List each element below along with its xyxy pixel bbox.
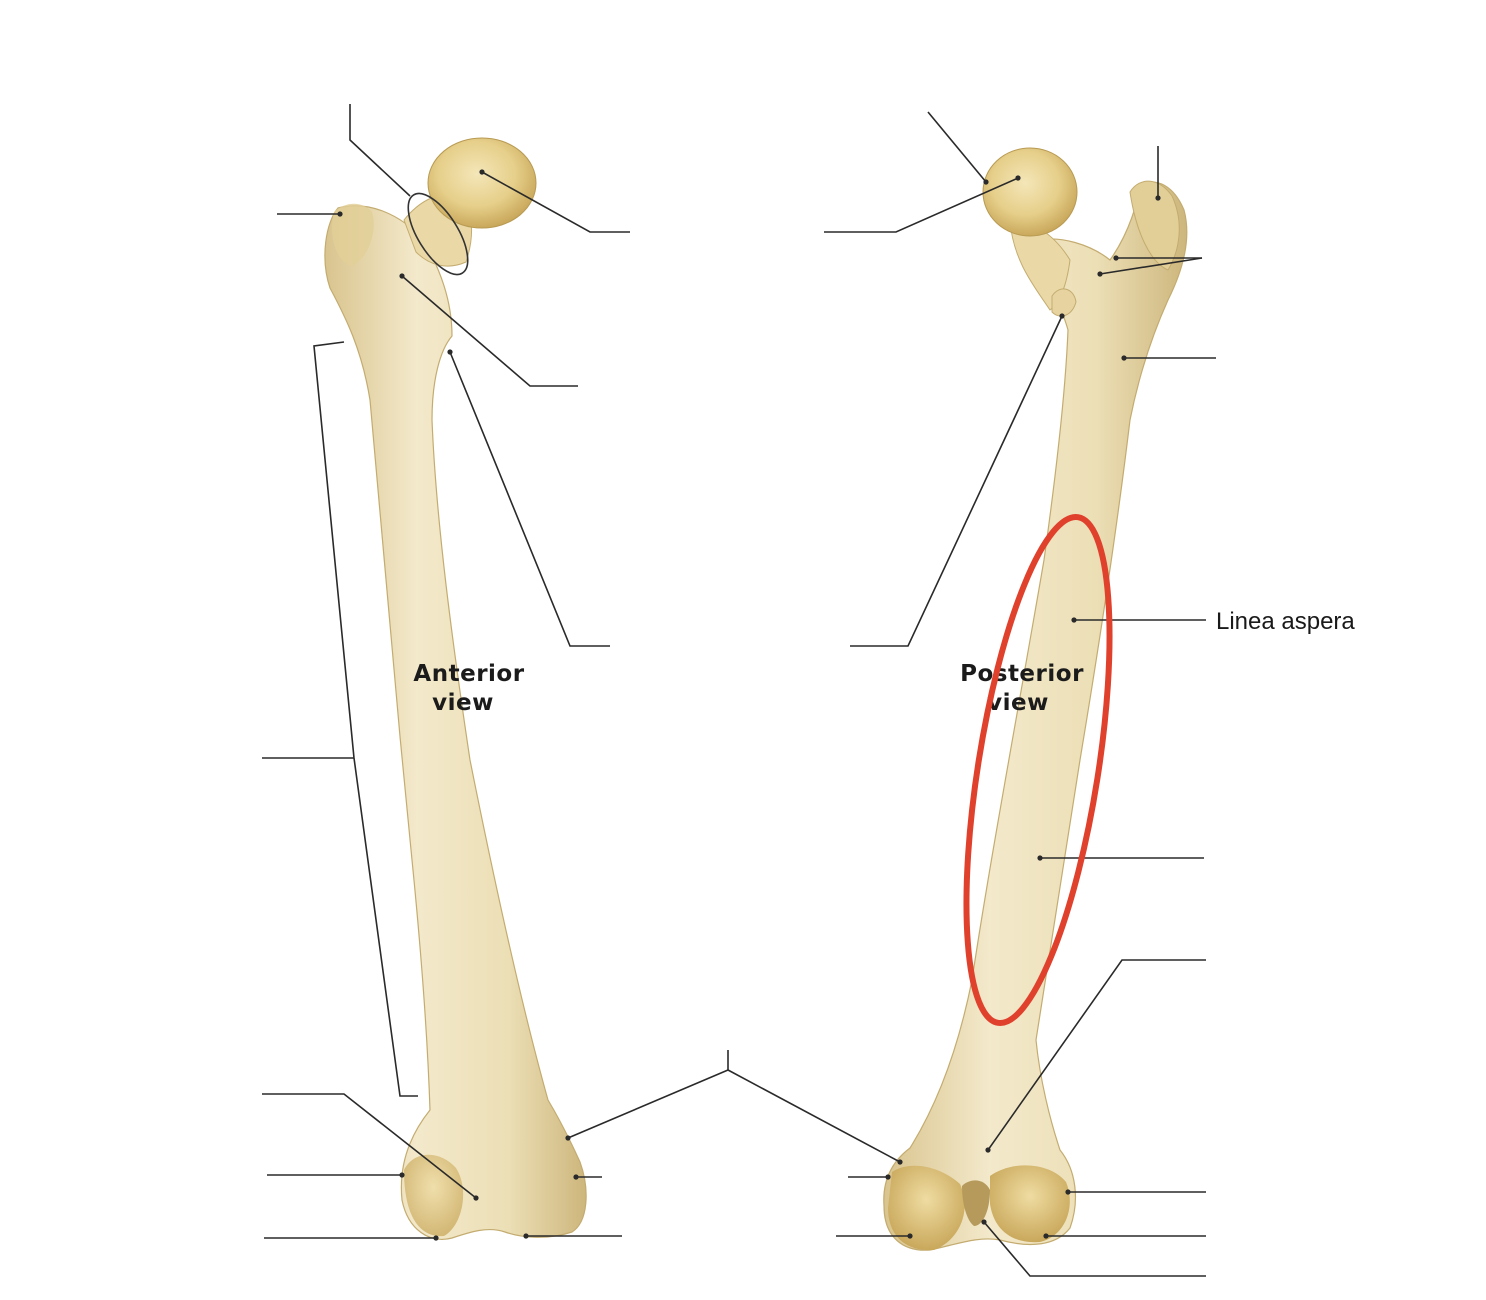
leader-anterior-intertrochanteric-line [401, 275, 578, 387]
dot-anterior-intertrochanteric-line [399, 273, 405, 279]
leader-anterior-head [481, 171, 630, 233]
posterior-condyle-lateral [990, 1165, 1070, 1243]
leader-anterior-patellar-surface [262, 1093, 477, 1199]
posterior-femur-body [883, 181, 1188, 1251]
dot-adductor-tubercle-posterior [897, 1159, 903, 1165]
dot-posterior-medial-epicondyle [885, 1174, 891, 1180]
dot-anterior-lesser-trochanter [447, 349, 453, 355]
posterior-intercondylar-fossa [962, 1180, 990, 1226]
red-oval-highlight-icon [963, 513, 1113, 1027]
dot-adductor-tubercle-anterior [565, 1135, 571, 1141]
dot-posterior-popliteal-surface [985, 1147, 991, 1153]
posterior-femur [883, 147, 1188, 1251]
leader-adductor-tubercle-anterior [567, 1069, 729, 1139]
anterior-condyles [404, 1154, 464, 1237]
anterior-femur-body [324, 205, 587, 1240]
dot-posterior-shaft [1037, 855, 1043, 861]
leader-anterior-lesser-trochanter [449, 351, 610, 647]
posterior-view-label-line2: view [987, 690, 1049, 716]
dot-linea-aspera [1071, 617, 1077, 623]
anterior-femur-head [427, 137, 537, 229]
anterior-view-label-line2: view [432, 690, 494, 716]
linea-aspera-label: Linea aspera [1216, 608, 1355, 635]
leader-posterior-fovea [927, 111, 987, 183]
dot-anterior-medial-epicondyle [573, 1174, 579, 1180]
dot-posterior-greater-trochanter [1155, 195, 1161, 201]
posterior-greater-trochanter [1129, 180, 1180, 271]
dot-posterior-intertrochanteric-crest-a [1113, 255, 1119, 261]
anterior-neck-outline [407, 192, 469, 276]
dot-anterior-lateral-epicondyle [399, 1172, 405, 1178]
leader-posterior-lesser-trochanter [850, 315, 1063, 647]
dot-anterior-patellar-surface [473, 1195, 479, 1201]
dot-posterior-fovea [983, 179, 989, 185]
dot-posterior-gluteal-tuberosity [1121, 355, 1127, 361]
dot-posterior-medial-condyle [907, 1233, 913, 1239]
leader-posterior-intercondylar-fossa [983, 1221, 1206, 1277]
dot-anterior-greater-trochanter [337, 211, 343, 217]
anterior-femur [324, 137, 587, 1240]
dot-anterior-medial-condyle [523, 1233, 529, 1239]
anterior-view-label-line1: Anterior [413, 661, 524, 687]
leader-anterior-neck [349, 104, 411, 197]
dot-anterior-head [479, 169, 485, 175]
dot-posterior-head [1015, 175, 1021, 181]
posterior-lesser-trochanter [1051, 288, 1077, 317]
posterior-view-label-line1: Posterior [960, 661, 1084, 687]
dot-posterior-lateral-epicondyle [1065, 1189, 1071, 1195]
leader-posterior-head [824, 177, 1019, 233]
leader-posterior-popliteal-surface [987, 959, 1206, 1151]
anterior-greater-trochanter [332, 203, 374, 266]
dot-posterior-lesser-trochanter [1059, 313, 1065, 319]
dot-posterior-intertrochanteric-crest-b [1097, 271, 1103, 277]
dot-posterior-intercondylar-fossa [981, 1219, 987, 1225]
posterior-femur-head [982, 147, 1078, 237]
anterior-leader-lines [262, 104, 903, 1241]
leader-posterior-intertrochanteric-crest-b [1099, 257, 1203, 275]
leader-adductor-tubercle-posterior [727, 1069, 901, 1163]
posterior-leader-lines [824, 111, 1216, 1277]
dot-posterior-lateral-condyle [1043, 1233, 1049, 1239]
posterior-condyle-medial [888, 1165, 965, 1251]
dot-anterior-lateral-condyle [433, 1235, 439, 1241]
